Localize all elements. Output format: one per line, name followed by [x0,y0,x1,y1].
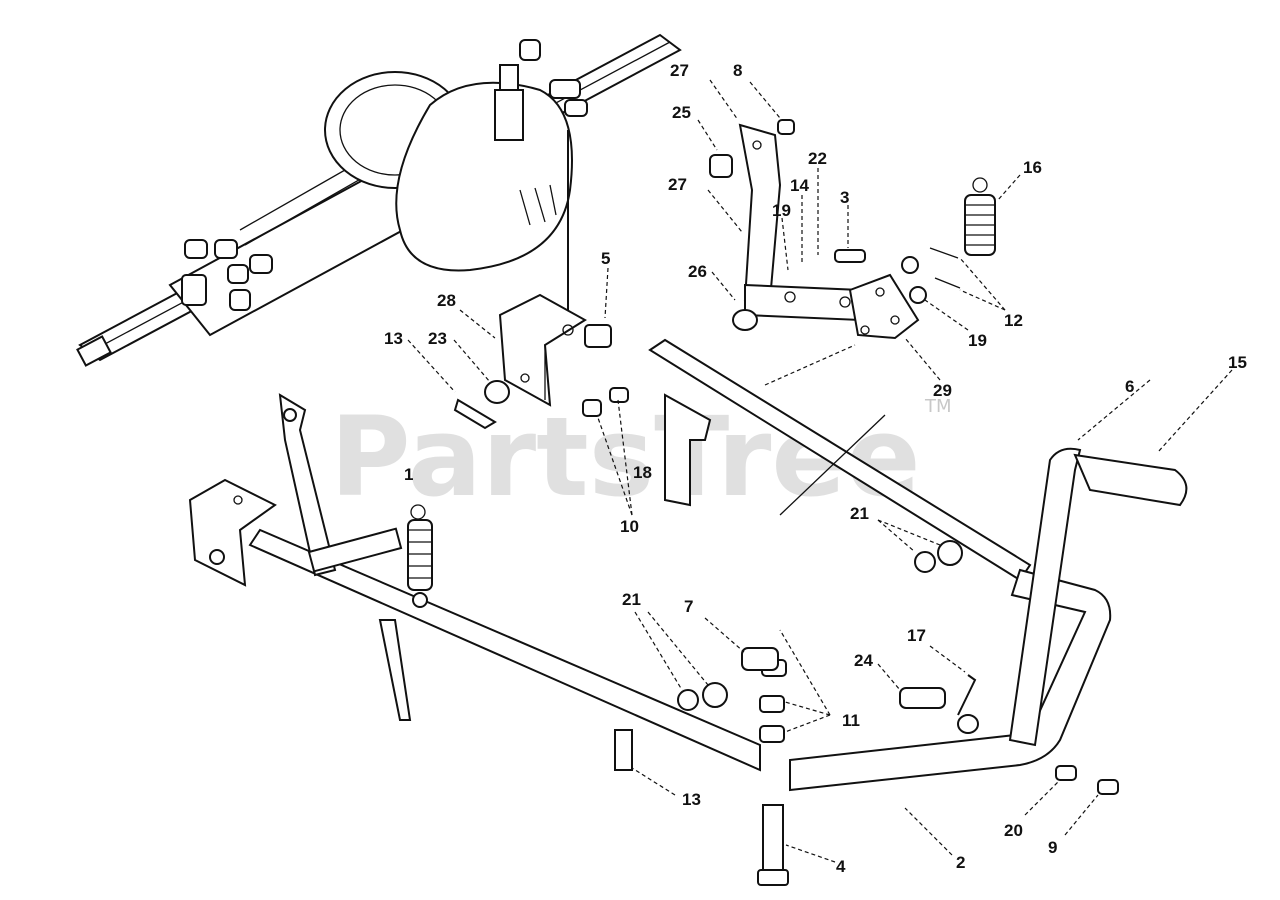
nut-10 [582,399,602,417]
washer-23 [484,380,510,404]
clip-12 [929,247,961,289]
gear-case [395,81,573,272]
plate-29 [848,273,920,340]
callout-15: 15 [1228,353,1247,372]
callout-19-right: 19 [968,331,987,350]
pin-7 [741,647,779,671]
handle-6 [1008,447,1188,747]
long-pin [779,414,886,516]
leader-lines [407,79,1233,863]
callout-20: 20 [1004,821,1023,840]
callouts: 27 8 25 22 14 27 19 3 16 26 5 12 19 28 1… [384,61,1247,876]
pin-24 [899,687,946,709]
cotter-pin-13-top [453,398,497,430]
callout-18: 18 [633,463,652,482]
callout-7: 7 [684,597,693,616]
callout-2: 2 [956,853,965,872]
washer-21-c [914,551,936,573]
callout-26: 26 [688,262,707,281]
callout-5: 5 [601,249,610,268]
callout-25: 25 [672,103,691,122]
nut-11-bot [759,725,785,743]
callout-10: 10 [620,517,639,536]
callout-4: 4 [836,857,846,876]
washer-21-a [677,689,699,711]
watermark-trademark: TM [924,396,952,417]
callout-3: 3 [840,188,849,207]
spring-left [407,504,433,591]
callout-24: 24 [854,651,873,670]
callout-17: 17 [907,626,926,645]
nut-11-mid [759,695,785,713]
callout-1: 1 [404,465,413,484]
washer-19-a [901,256,919,274]
washer-19-b [909,286,927,304]
arm-1 [278,393,428,721]
callout-22: 22 [808,149,827,168]
callout-6: 6 [1125,377,1134,396]
callout-21-left: 21 [622,590,641,609]
bolt-5 [584,324,612,348]
nut-9 [1097,779,1119,795]
bracket-28 [498,293,587,407]
washer-21-d [937,540,963,566]
callout-11: 11 [842,711,860,730]
callout-13-top: 13 [384,329,403,348]
callout-19-top: 19 [772,201,791,220]
axle-end-left [76,335,112,367]
rod-4 [757,804,789,886]
clip-17 [957,674,977,716]
callout-23: 23 [428,329,447,348]
transaxle-assembly [76,33,682,367]
callout-28: 28 [437,291,456,310]
spring-16 [964,177,996,256]
nut-20 [1055,765,1077,781]
link-plate-14 [744,283,861,322]
callout-16: 16 [1023,158,1042,177]
callout-13-bottom: 13 [682,790,701,809]
fitting-vertical [494,89,524,141]
nut-8 [777,119,795,135]
cotter-pin-13-bottom [614,729,633,771]
washer-26 [732,309,758,331]
callout-29: 29 [933,381,952,400]
callout-21-right: 21 [850,504,869,523]
bolt-25 [709,154,733,178]
callout-27-top: 27 [670,61,689,80]
bolt-3 [834,249,866,263]
callout-9: 9 [1048,838,1057,857]
callout-12: 12 [1004,311,1023,330]
callout-14: 14 [790,176,809,195]
handle-grip-15 [1073,453,1188,507]
callout-27-mid: 27 [668,175,687,194]
washer-21-b [702,682,728,708]
callout-8: 8 [733,61,742,80]
